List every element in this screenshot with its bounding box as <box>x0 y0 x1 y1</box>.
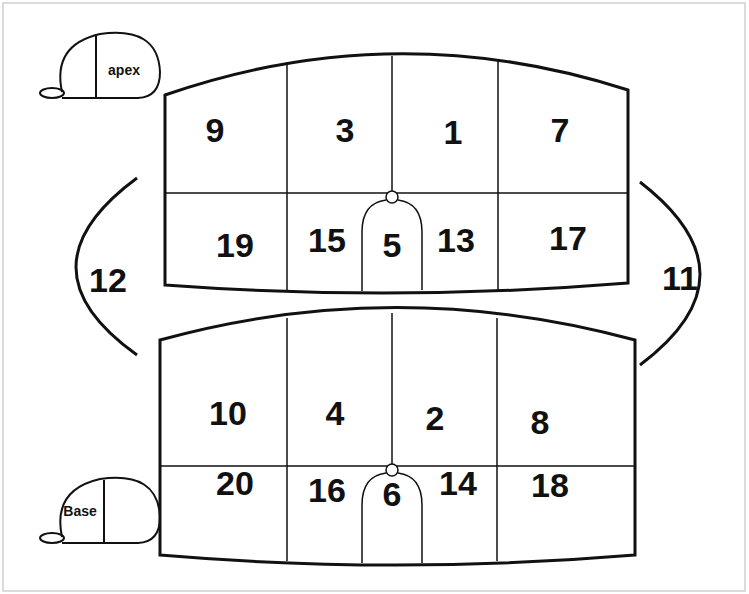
central-arch <box>362 473 422 563</box>
callout-number: 20 <box>216 466 254 500</box>
callout-number: 18 <box>531 468 569 502</box>
left-side-region <box>76 178 137 355</box>
callout-number: 15 <box>308 223 346 257</box>
divider <box>391 56 393 191</box>
apex-cut-line <box>95 34 97 98</box>
callout-number: 10 <box>209 396 247 430</box>
callout-number: 7 <box>551 113 570 147</box>
callout-number: 1 <box>444 115 463 149</box>
upper-region <box>165 54 628 293</box>
base-cut-line <box>103 480 105 543</box>
callout-number: 13 <box>437 223 475 257</box>
callout-number: 17 <box>549 221 587 255</box>
callout-number: 8 <box>531 405 550 439</box>
callout-number: 9 <box>206 113 225 147</box>
view-label: apex <box>108 63 140 77</box>
callout-number: 11 <box>662 261 698 295</box>
node-dot <box>386 191 398 203</box>
apex-icon <box>60 33 160 98</box>
callout-number: 14 <box>439 466 477 500</box>
apex-icon-tail <box>40 88 64 98</box>
divider <box>497 60 499 290</box>
callout-number: 6 <box>383 477 402 511</box>
callout-number: 12 <box>89 263 127 297</box>
right-side-region <box>640 182 700 365</box>
base-icon-tail <box>40 533 64 543</box>
view-label: Base <box>63 504 96 518</box>
base-icon <box>60 478 160 543</box>
divider <box>286 318 288 561</box>
callout-number: 4 <box>326 396 345 430</box>
callout-number: 5 <box>383 228 402 262</box>
callout-number: 19 <box>216 228 254 262</box>
lower-region <box>160 308 635 566</box>
frame <box>3 3 745 591</box>
divider <box>391 313 393 464</box>
central-arch <box>362 200 422 291</box>
divider <box>496 318 498 561</box>
callout-number: 16 <box>308 473 346 507</box>
callout-number: 2 <box>426 401 445 435</box>
callout-number: 3 <box>336 113 355 147</box>
node-dot <box>386 464 398 476</box>
divider <box>286 62 288 290</box>
